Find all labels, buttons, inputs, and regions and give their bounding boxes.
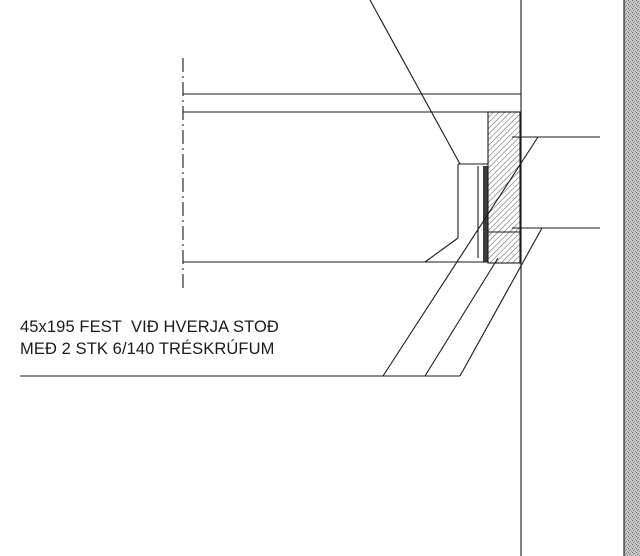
annotation-line-1: 45x195 FEST VIÐ HVERJA STOÐ <box>20 318 279 336</box>
timber-block <box>487 111 521 264</box>
annotation-leader-2 <box>459 227 543 377</box>
annotation-leader-1 <box>382 136 539 377</box>
border-texture <box>624 0 640 556</box>
annotation-line-2: MEÐ 2 STK 6/140 TRÉSKRÚFUM <box>20 340 275 358</box>
notch-taper <box>424 237 459 263</box>
fastener-hole <box>483 166 488 262</box>
annotation-leader-3 <box>424 257 499 377</box>
leader-line-top <box>369 0 461 165</box>
